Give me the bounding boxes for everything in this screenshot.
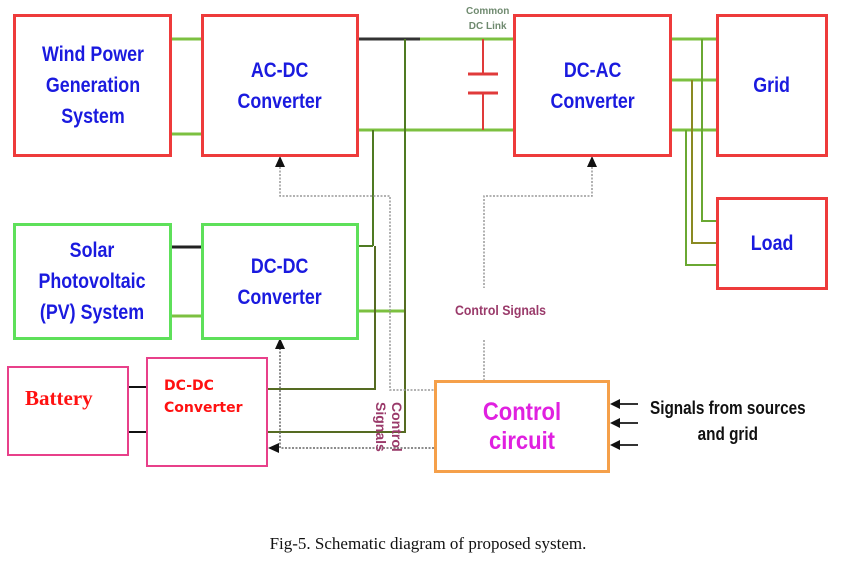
load-label: Load <box>750 232 794 255</box>
control-signal-dcac <box>483 160 593 288</box>
signals-from-sources-label: Signals from sources and grid <box>650 398 806 444</box>
control-signals-label: Control Signals <box>455 302 547 318</box>
dc-ac-converter-label: DC-AC Converter <box>550 58 635 113</box>
dc-dc-pv-converter-block: DC-DC Converter <box>201 223 359 340</box>
wire-load-2 <box>691 80 716 244</box>
common-dc-link-label: Common DC Link <box>466 6 510 32</box>
arrow-dcdc-batt <box>268 443 279 453</box>
load-block: Load <box>716 197 828 290</box>
ac-dc-converter-block: AC-DC Converter <box>201 14 359 157</box>
dc-dc-battery-converter-block: DC-DC Converter <box>146 357 268 467</box>
control-signals-vertical-label: Control Signals <box>373 402 405 452</box>
wind-power-label: Wind Power Generation System <box>41 43 144 128</box>
dc-ac-converter-block: DC-AC Converter <box>513 14 672 157</box>
arrow-acdc <box>275 156 285 167</box>
wire-load-3 <box>685 130 716 266</box>
dc-dc-pv-converter-label: DC-DC Converter <box>237 254 323 309</box>
control-circuit-block: Control circuit <box>434 380 610 473</box>
figure-caption: Fig-5. Schematic diagram of proposed sys… <box>269 534 587 553</box>
battery-label: Battery <box>25 386 93 410</box>
ac-dc-converter-label: AC-DC Converter <box>237 58 323 113</box>
solar-pv-label: Solar Photovoltaic (PV) System <box>38 239 147 324</box>
arrow-dcdc-pv <box>275 338 285 349</box>
grid-block: Grid <box>716 14 828 157</box>
grid-label: Grid <box>753 74 791 97</box>
wire-load-1 <box>701 39 716 222</box>
wire-batt-out-bottom <box>268 300 406 433</box>
arrow-dcac <box>587 156 597 167</box>
dc-dc-battery-converter-label: DC-DC Converter <box>164 378 243 416</box>
solar-pv-block: Solar Photovoltaic (PV) System <box>13 223 172 340</box>
control-signal-pv <box>279 342 434 449</box>
control-signal-acdc <box>279 160 434 391</box>
input-arrows <box>610 399 638 450</box>
control-circuit-label: Control circuit <box>482 397 562 455</box>
wire-batt-out-top <box>268 246 376 390</box>
battery-block: Battery <box>7 366 129 456</box>
wind-power-block: Wind Power Generation System <box>13 14 172 157</box>
